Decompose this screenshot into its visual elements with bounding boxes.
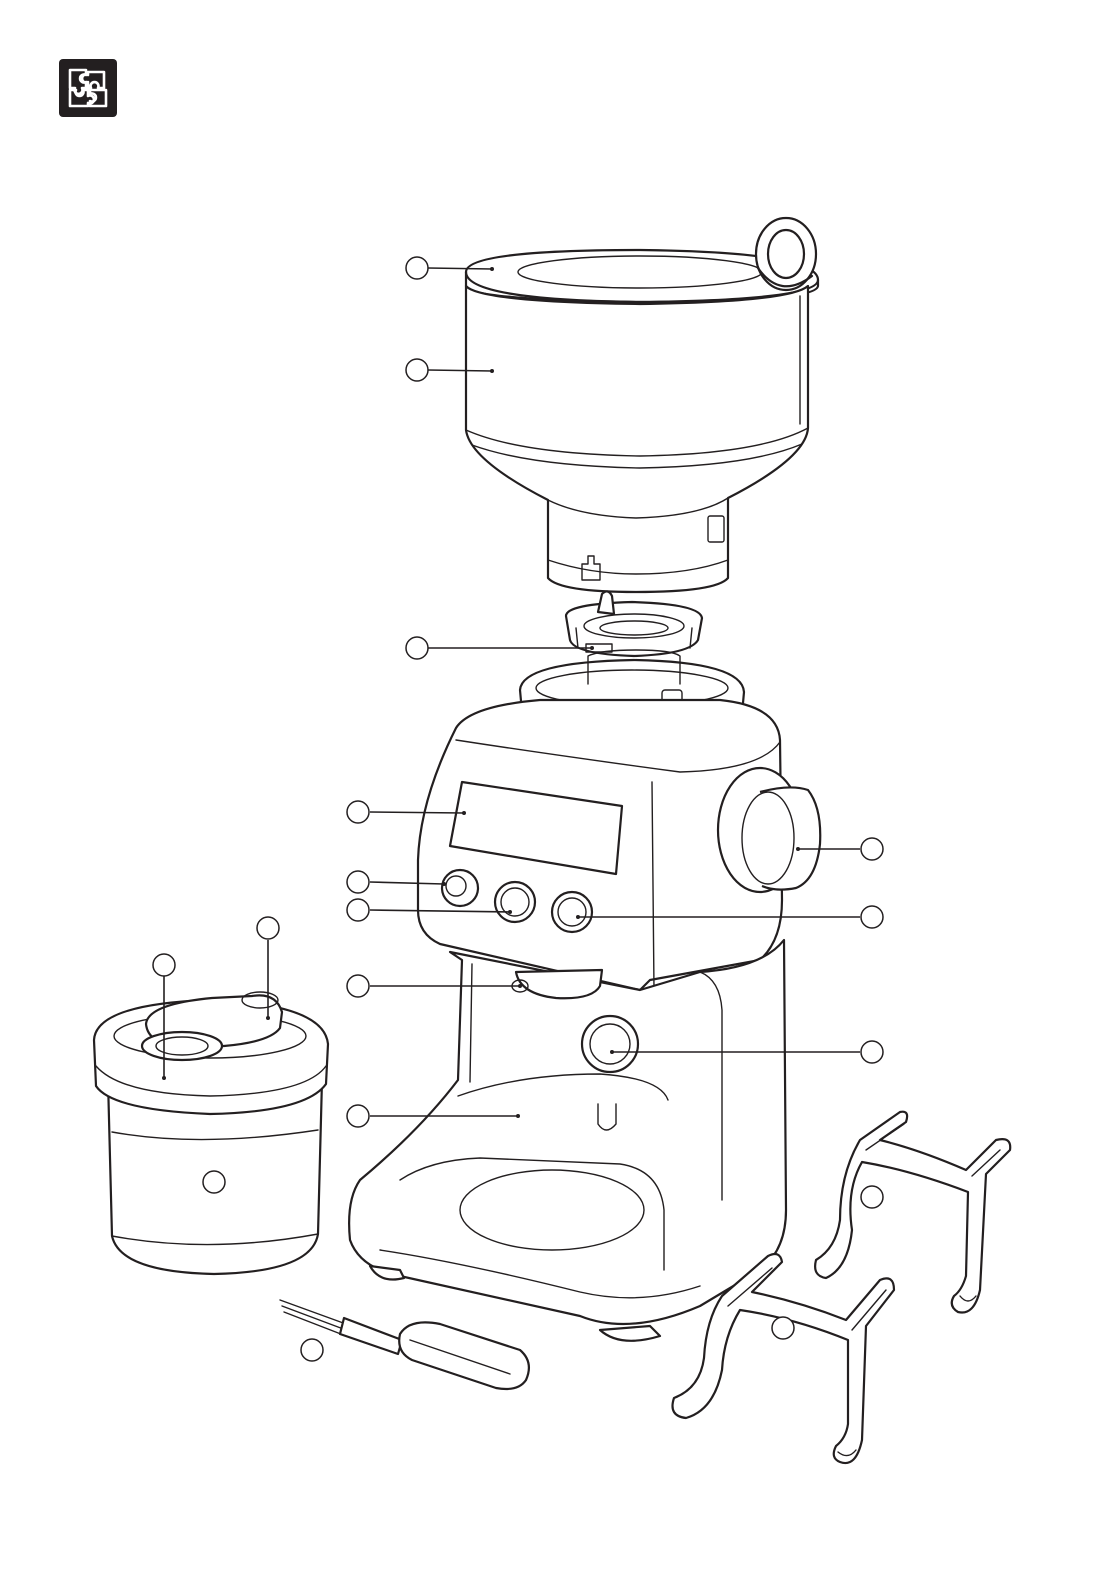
callout-7 — [347, 975, 369, 997]
callout-5 — [347, 871, 369, 893]
callout-3 — [406, 637, 428, 659]
callout-11 — [861, 1041, 883, 1063]
grinder-body — [349, 650, 820, 1341]
portafilter-cradle-58mm — [815, 1112, 1010, 1313]
bean-hopper — [466, 286, 808, 592]
callout-10 — [861, 906, 883, 928]
callout-2 — [406, 359, 428, 381]
callout-14 — [203, 1171, 225, 1193]
callout-6 — [347, 899, 369, 921]
callout-1 — [406, 257, 428, 279]
upper-burr-carrier — [566, 591, 702, 656]
callout-9 — [861, 838, 883, 860]
callout-13 — [257, 917, 279, 939]
callout-16 — [861, 1186, 883, 1208]
callout-15 — [301, 1339, 323, 1361]
callout-17 — [772, 1317, 794, 1339]
callout-8 — [347, 1105, 369, 1127]
bean-hopper-lid — [466, 218, 818, 302]
callout-4 — [347, 801, 369, 823]
callout-12 — [153, 954, 175, 976]
grinds-container-seal — [142, 1032, 222, 1060]
